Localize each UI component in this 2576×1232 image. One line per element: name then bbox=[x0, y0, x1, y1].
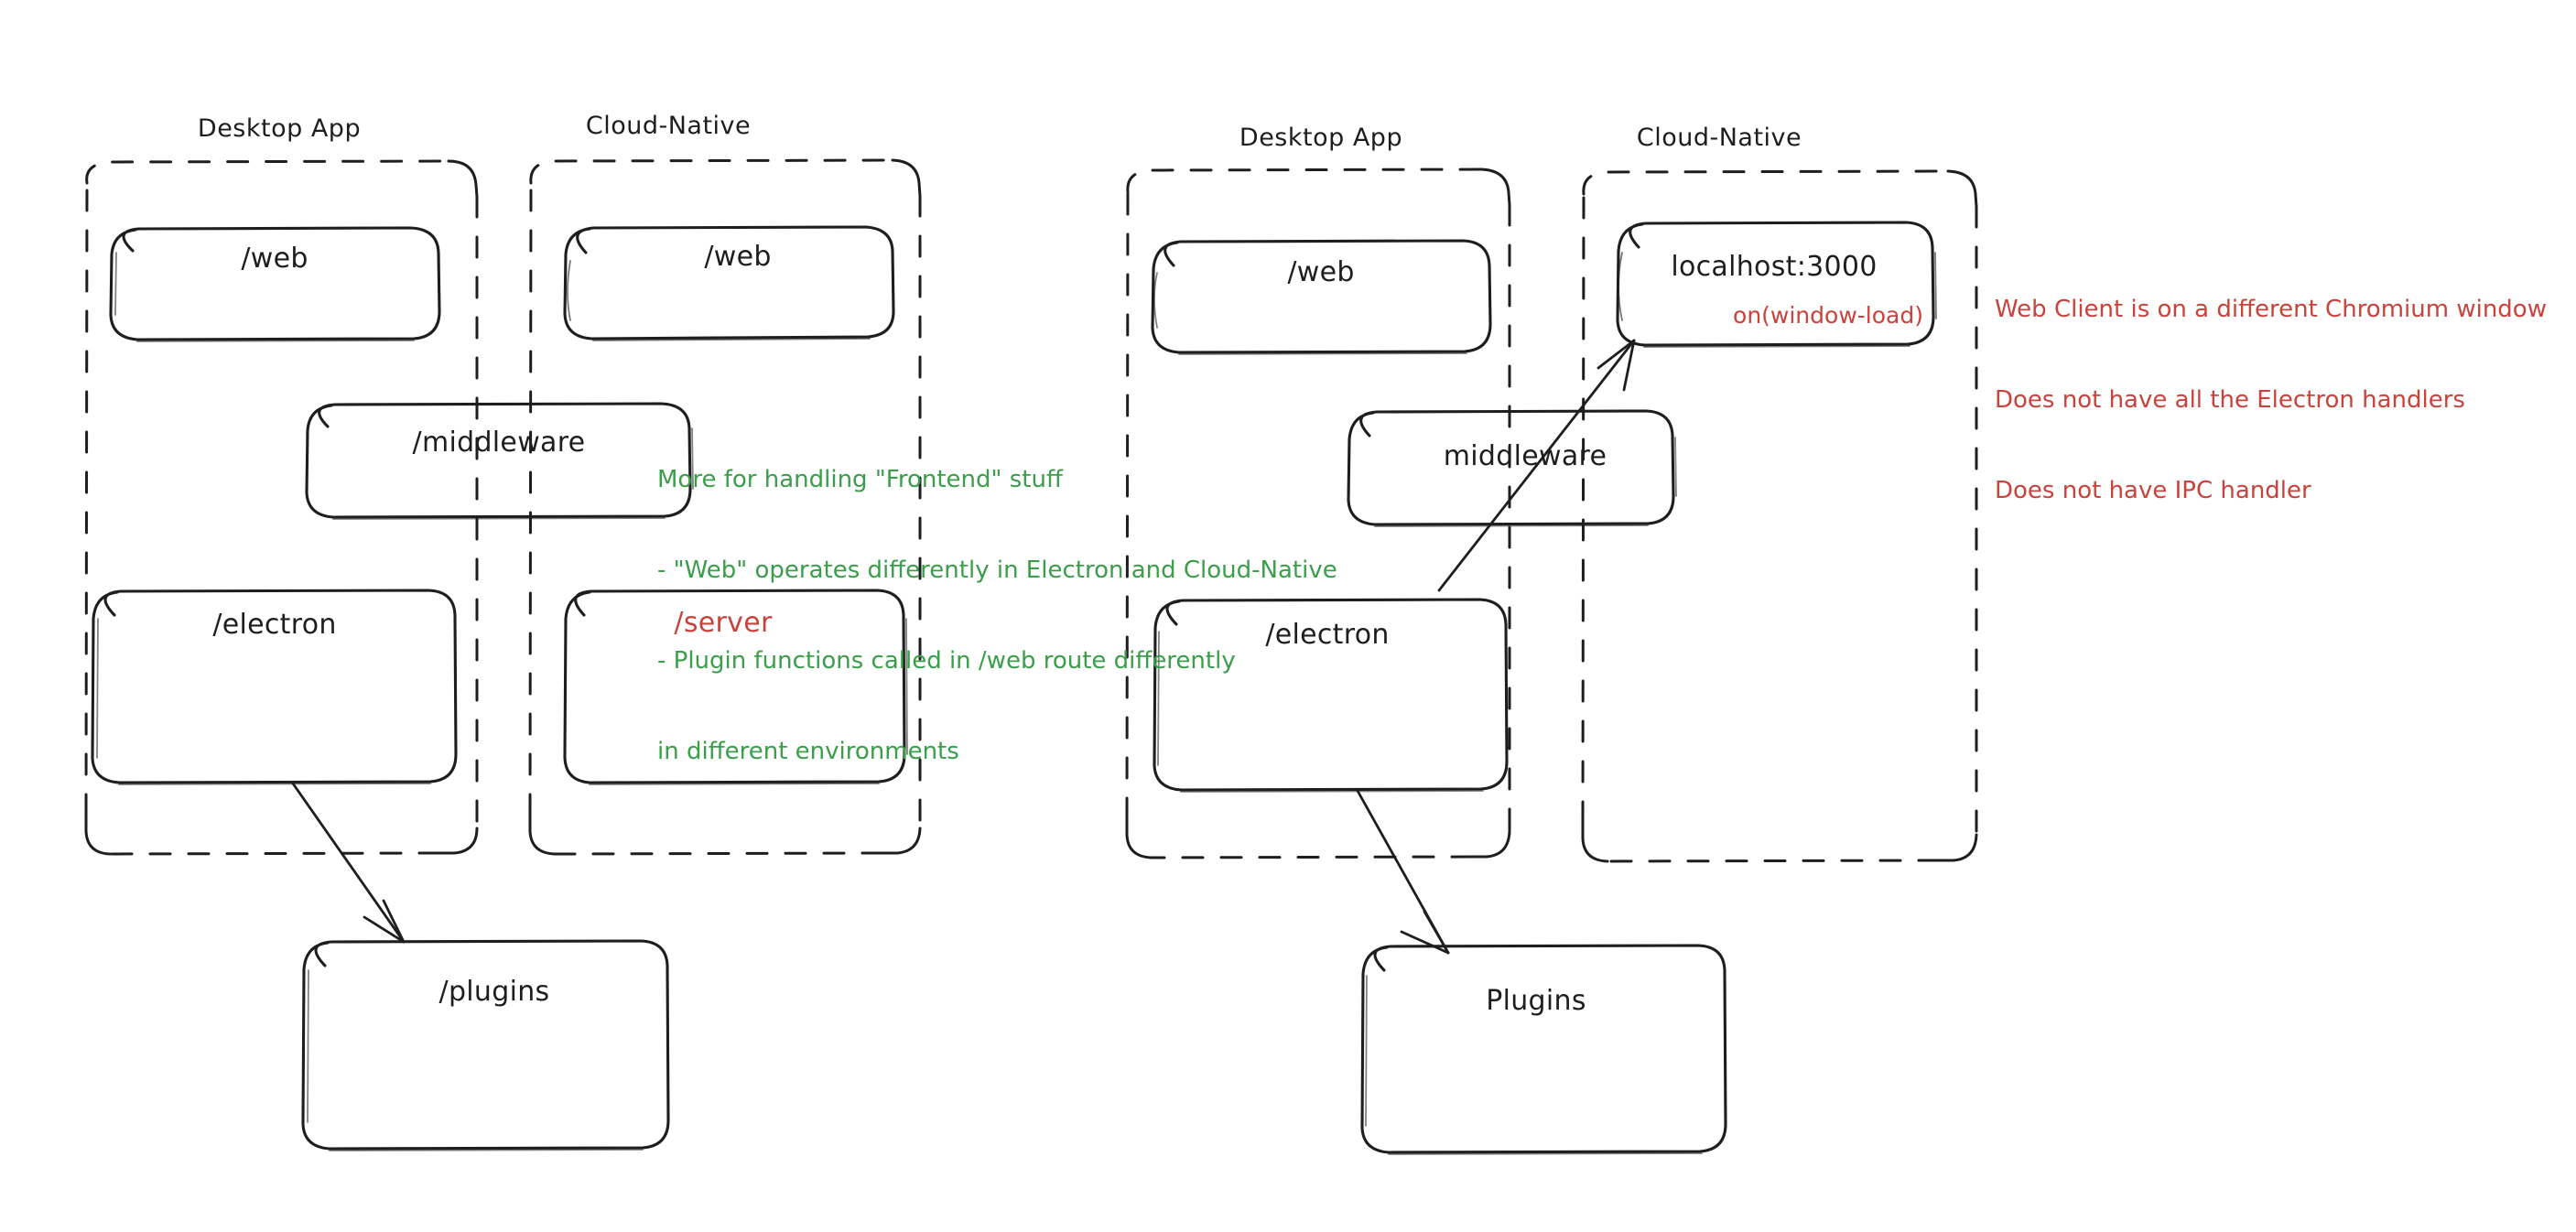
node-right-web[interactable] bbox=[1151, 239, 1492, 355]
group-box-right-cloud bbox=[1581, 169, 1978, 863]
node-sublabel-right-localhost-onwindowload: on(window-load) bbox=[1733, 302, 1923, 329]
note-red-web-client: Web Client is on a different Chromium wi… bbox=[1995, 234, 2547, 567]
node-left-electron[interactable] bbox=[91, 589, 458, 785]
node-left-web[interactable] bbox=[109, 226, 441, 342]
node-right-plugins[interactable] bbox=[1360, 944, 1727, 1155]
node-label-left-server: /server bbox=[674, 607, 773, 639]
node-left-middleware[interactable] bbox=[305, 402, 694, 520]
node-left-cloud-web[interactable] bbox=[563, 225, 895, 341]
node-label-right-plugins: Plugins bbox=[1486, 985, 1586, 1017]
node-left-plugins[interactable] bbox=[301, 939, 670, 1151]
node-label-left-electron: /electron bbox=[212, 609, 337, 641]
group-box-right-desktop bbox=[1125, 168, 1511, 859]
node-label-left-plugins: /plugins bbox=[438, 976, 550, 1008]
arrow-left-electron-to-plugins bbox=[291, 782, 406, 944]
group-label-left-desktop: Desktop App bbox=[197, 114, 362, 143]
node-label-right-electron: /electron bbox=[1265, 619, 1390, 651]
group-box-left-cloud bbox=[528, 158, 922, 856]
group-label-left-cloud: Cloud-Native bbox=[585, 112, 752, 140]
node-label-left-web: /web bbox=[241, 243, 308, 275]
note-red-line-1: Web Client is on a different Chromium wi… bbox=[1995, 296, 2547, 323]
note-green-line-3: - Plugin functions called in /web route … bbox=[657, 647, 1236, 675]
node-label-right-localhost: localhost:3000 bbox=[1671, 251, 1878, 283]
node-label-right-middleware: middleware bbox=[1443, 440, 1607, 472]
note-green-frontend: More for handling "Frontend" stuff - "We… bbox=[657, 405, 1337, 827]
node-right-middleware[interactable] bbox=[1347, 409, 1677, 527]
note-green-line-2: - "Web" operates differently in Electron… bbox=[657, 557, 1337, 584]
group-label-right-desktop: Desktop App bbox=[1239, 124, 1403, 152]
group-label-right-cloud: Cloud-Native bbox=[1636, 124, 1802, 152]
node-label-left-cloud-web: /web bbox=[704, 241, 772, 273]
node-right-localhost[interactable] bbox=[1616, 221, 1937, 348]
node-left-server[interactable] bbox=[563, 589, 908, 785]
node-label-right-web: /web bbox=[1287, 256, 1355, 288]
node-label-left-middleware: /middleware bbox=[412, 427, 586, 459]
arrow-right-electron-to-plugins bbox=[1356, 789, 1450, 955]
note-red-line-2: Does not have all the Electron handlers bbox=[1995, 386, 2465, 414]
group-box-left-desktop bbox=[84, 159, 479, 856]
note-green-line-4: in different environments bbox=[657, 738, 959, 765]
arrow-right-electron-to-localhost bbox=[1437, 339, 1636, 592]
note-red-line-3: Does not have IPC handler bbox=[1995, 477, 2311, 504]
node-right-electron[interactable] bbox=[1153, 598, 1509, 793]
note-green-line-1: More for handling "Frontend" stuff bbox=[657, 466, 1063, 493]
